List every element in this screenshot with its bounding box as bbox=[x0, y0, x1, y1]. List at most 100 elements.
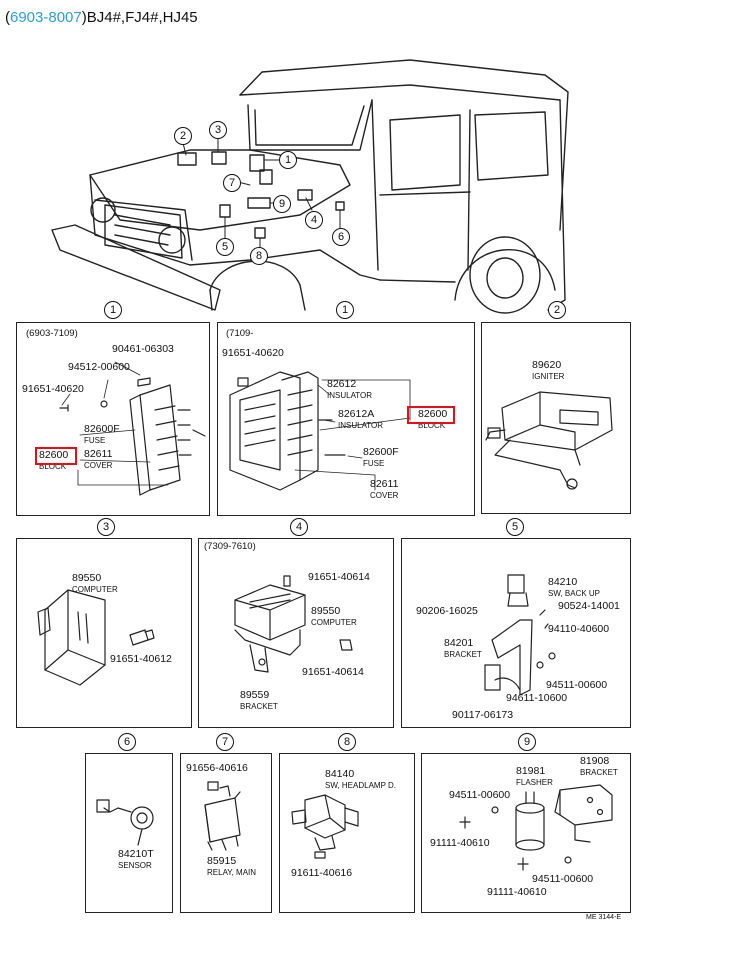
callout-8: 8 bbox=[250, 247, 268, 265]
panel1b-part-82611: 82611 bbox=[370, 478, 399, 490]
panel6-part-84210t: 84210T bbox=[118, 848, 154, 860]
windshield bbox=[247, 99, 373, 151]
panel9-label-flasher: FLASHER bbox=[516, 778, 553, 787]
callout-9: 9 bbox=[273, 195, 291, 213]
panel7-label-relay-main: RELAY, MAIN bbox=[207, 868, 257, 877]
panel3-label-computer: COMPUTER bbox=[72, 585, 118, 594]
panel9-part-91111-a: 91111-40610 bbox=[430, 837, 490, 849]
panel9-part-94511-b: 94511-00600 bbox=[532, 873, 594, 885]
panel-9 bbox=[421, 753, 631, 913]
flasher-sketch bbox=[459, 784, 613, 871]
rear-window bbox=[474, 111, 549, 181]
panel1b-label-block: BLOCK bbox=[418, 421, 446, 430]
panel9-label-bracket: BRACKET bbox=[580, 768, 618, 777]
panel3-callout: 3 bbox=[97, 518, 115, 536]
panel4-part-91651-b: 91651-40614 bbox=[302, 666, 364, 678]
callout-7: 7 bbox=[223, 174, 241, 192]
panel-3 bbox=[16, 538, 192, 728]
panel1b-label-insulator: INSULATOR bbox=[327, 391, 373, 400]
panel7-part-91656: 91656-40616 bbox=[186, 762, 248, 774]
callout-4: 4 bbox=[305, 211, 323, 229]
panel4-label-bracket: BRACKET bbox=[240, 702, 278, 711]
panel1a-part-82611: 82611 bbox=[84, 448, 113, 460]
rear-wheel bbox=[469, 236, 541, 314]
cab-roof bbox=[239, 59, 569, 231]
highlight-82600-right bbox=[407, 406, 455, 424]
grille bbox=[104, 204, 183, 259]
side-window bbox=[389, 114, 461, 191]
panel1a-part-90461: 90461-06303 bbox=[112, 343, 174, 355]
panel1b-part-82600: 82600 bbox=[418, 408, 448, 420]
panel1a-range: (6903-7109) bbox=[26, 328, 78, 339]
diagram-header: (6903-8007)BJ4#,FJ4#,HJ45 bbox=[5, 9, 198, 26]
panel5-part-94611: 94611-10600 bbox=[506, 692, 568, 704]
panel4-part-89559: 89559 bbox=[240, 689, 270, 701]
panel1a-part-82600: 82600 bbox=[39, 449, 69, 461]
callout-6: 6 bbox=[332, 228, 350, 246]
panel1a-callout: 1 bbox=[104, 301, 122, 319]
computer-sketch-3 bbox=[37, 589, 155, 686]
panel1a-part-91651: 91651-40620 bbox=[22, 383, 84, 395]
sensor-sketch bbox=[96, 799, 154, 846]
panel5-callout: 5 bbox=[506, 518, 524, 536]
panel1b-part-91651: 91651-40620 bbox=[222, 347, 284, 359]
computer-sketch-4 bbox=[234, 575, 353, 673]
panel5-part-90206: 90206-16025 bbox=[416, 605, 478, 617]
hood-component bbox=[177, 152, 197, 166]
highlight-82600-left bbox=[35, 447, 77, 465]
panel8-part-91611: 91611-40616 bbox=[291, 867, 353, 879]
panel3-part-91651: 91651-40612 bbox=[110, 653, 172, 665]
panel1b-label-insulator-a: INSULATOR bbox=[338, 421, 384, 430]
panel1b-part-82600f: 82600F bbox=[363, 446, 399, 458]
panel1b-callout: 1 bbox=[336, 301, 354, 319]
panel-4 bbox=[198, 538, 394, 728]
panel4-part-91651-a: 91651-40614 bbox=[308, 571, 370, 583]
igniter-sketch bbox=[485, 391, 613, 490]
panel-7 bbox=[180, 753, 272, 913]
panel9-part-81908: 81908 bbox=[580, 755, 610, 767]
panel9-part-81981: 81981 bbox=[516, 765, 546, 777]
panel4-part-89550: 89550 bbox=[311, 605, 341, 617]
panel-1a bbox=[16, 322, 210, 516]
panel1b-label-cover: COVER bbox=[370, 491, 399, 500]
panel5-part-94110: 94110-40600 bbox=[548, 623, 610, 635]
panel5-part-84201: 84201 bbox=[444, 637, 474, 649]
panel2-label-igniter: IGNITER bbox=[532, 372, 565, 381]
panel-5 bbox=[401, 538, 631, 728]
panel5-label-sw-backup: SW, BACK UP bbox=[548, 589, 601, 598]
panel6-callout: 6 bbox=[118, 733, 136, 751]
fuse-block-old bbox=[59, 361, 206, 496]
panel1a-label-cover: COVER bbox=[84, 461, 113, 470]
hood bbox=[89, 149, 351, 231]
panel1b-label-fuse: FUSE bbox=[363, 459, 385, 468]
panel1a-part-82600f: 82600F bbox=[84, 423, 120, 435]
front-bumper bbox=[51, 224, 221, 311]
panel4-range: (7309-7610) bbox=[204, 541, 256, 552]
relay-sketch bbox=[204, 781, 241, 851]
panel-2 bbox=[481, 322, 631, 514]
callout-5: 5 bbox=[216, 238, 234, 256]
header-models: BJ4#,FJ4#,HJ45 bbox=[86, 9, 198, 26]
fuse-block-new bbox=[229, 371, 411, 491]
panel8-part-84140: 84140 bbox=[325, 768, 355, 780]
callout-2: 2 bbox=[174, 127, 192, 145]
panel9-part-94511-a: 94511-00600 bbox=[449, 789, 511, 801]
panel5-part-94511: 94511-00600 bbox=[546, 679, 608, 691]
diagram-footer-code: ME 3144-E bbox=[586, 914, 622, 921]
panel1a-label-fuse: FUSE bbox=[84, 436, 106, 445]
panel8-callout: 8 bbox=[338, 733, 356, 751]
panel1b-part-82612: 82612 bbox=[327, 378, 357, 390]
panel1b-part-82612a: 82612A bbox=[338, 408, 375, 420]
panel4-label-computer: COMPUTER bbox=[311, 618, 357, 627]
panel2-callout: 2 bbox=[548, 301, 566, 319]
panel7-callout: 7 bbox=[216, 733, 234, 751]
panel5-label-bracket: BRACKET bbox=[444, 650, 482, 659]
backup-switch-sketch bbox=[484, 574, 556, 696]
callout-3: 3 bbox=[209, 121, 227, 139]
panel5-part-90117: 90117-06173 bbox=[452, 709, 514, 721]
panel-6 bbox=[85, 753, 173, 913]
panel2-part-89620: 89620 bbox=[532, 359, 562, 371]
panel5-part-84210: 84210 bbox=[548, 576, 578, 588]
panel1a-part-94512: 94512-00600 bbox=[68, 361, 130, 373]
